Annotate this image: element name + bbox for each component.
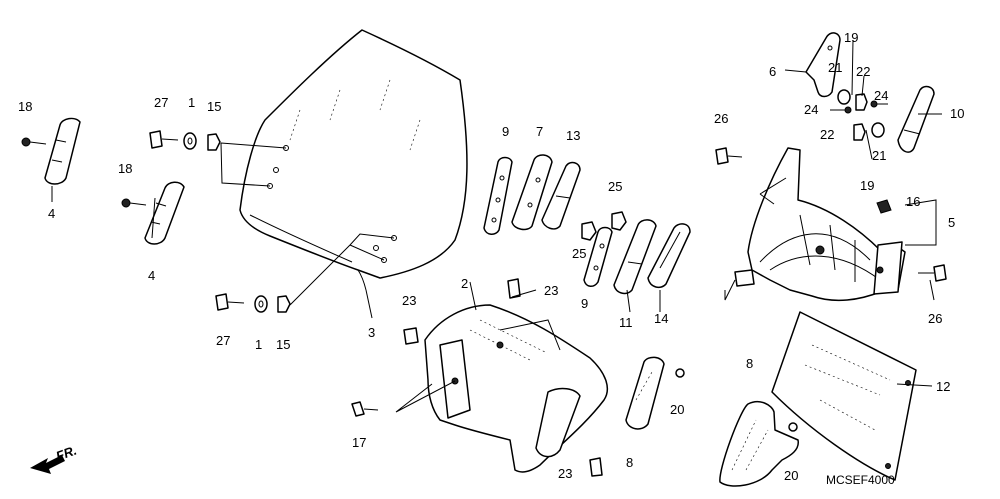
bracket-14 [647, 223, 691, 289]
callout-16: 16 [906, 194, 920, 209]
grommet-20-right [788, 422, 798, 432]
clip-23-c [589, 457, 603, 477]
callout-19: 19 [860, 178, 874, 193]
callout-15: 15 [207, 99, 221, 114]
callout-27: 27 [216, 333, 230, 348]
callout-23: 23 [558, 466, 572, 481]
callout-9: 9 [502, 124, 509, 139]
callout-21: 21 [872, 148, 886, 163]
grommet-16 [876, 199, 892, 214]
nut-15-upper [207, 133, 221, 151]
callout-11: 11 [619, 315, 633, 330]
clip-23-a [403, 327, 419, 345]
nut-25-upper [581, 221, 597, 241]
callout-8: 8 [626, 455, 633, 470]
windscreen [239, 29, 468, 291]
clip-23-b [507, 278, 521, 299]
lower-panel [771, 311, 917, 481]
nut-25-lower [611, 211, 627, 231]
callout-5: 5 [948, 215, 955, 230]
screw-18-upper [21, 137, 47, 147]
front-direction-arrow: FR. [30, 443, 79, 474]
bolt-27-lower [215, 293, 245, 311]
nut-15-lower [277, 295, 291, 313]
screw-18-lower [121, 198, 147, 208]
callout-10: 10 [950, 106, 964, 121]
callout-20: 20 [784, 468, 798, 483]
callout-27: 27 [154, 95, 168, 110]
callout-20: 20 [670, 402, 684, 417]
callout-22: 22 [856, 64, 870, 79]
callout-21: 21 [828, 60, 842, 75]
callout-4: 4 [48, 206, 55, 221]
callout-23: 23 [402, 293, 416, 308]
callout-17: 17 [352, 435, 366, 450]
callout-25: 25 [608, 179, 622, 194]
bracket-6 [805, 32, 841, 98]
grommet-20-center [675, 368, 685, 378]
plate-8-right [719, 400, 799, 487]
garnish-strip-upper [44, 117, 81, 185]
callout-numbers: 18 4 18 4 27 1 15 27 1 15 3 23 2 23 17 2… [18, 30, 964, 483]
callout-4: 4 [148, 268, 155, 283]
bolt-24-lower [830, 106, 852, 114]
bolt-26-upper [715, 147, 743, 165]
collar-21-upper [837, 89, 851, 105]
callout-12: 12 [936, 379, 950, 394]
callout-18: 18 [18, 99, 32, 114]
callout-7: 7 [536, 124, 543, 139]
stay-9-lower [583, 226, 613, 287]
bracket-7 [511, 154, 553, 231]
callout-8: 8 [746, 356, 753, 371]
stay-9-upper [483, 156, 513, 235]
bolt-27-upper [149, 130, 179, 149]
inner-cover [424, 304, 609, 473]
callout-2: 2 [461, 276, 468, 291]
washer-1-upper [183, 132, 197, 150]
washer-1-lower [254, 295, 268, 313]
callout-23: 23 [544, 283, 558, 298]
callout-1: 1 [255, 337, 262, 352]
callout-1: 1 [188, 95, 195, 110]
diagram-code: MCSEF4000 [826, 473, 895, 487]
bracket-10 [897, 85, 935, 153]
callout-18: 18 [118, 161, 132, 176]
callout-9: 9 [581, 296, 588, 311]
direction-label: FR. [54, 443, 79, 464]
callout-13: 13 [566, 128, 580, 143]
bolt-24-upper [870, 100, 888, 108]
callout-24: 24 [804, 102, 818, 117]
callout-3: 3 [368, 325, 375, 340]
callout-25: 25 [572, 246, 586, 261]
callout-19: 19 [844, 30, 858, 45]
nut-22-upper [855, 93, 868, 111]
bracket-11 [613, 219, 657, 295]
leader-lines [51, 39, 942, 413]
callout-26: 26 [714, 111, 728, 126]
plate-8-center [625, 356, 665, 430]
callout-22: 22 [820, 127, 834, 142]
callout-14: 14 [654, 311, 668, 326]
bolt-26-lower [918, 264, 947, 282]
garnish-strip-lower [144, 181, 185, 245]
callout-15: 15 [276, 337, 290, 352]
collar-21-lower [871, 122, 885, 138]
nut-22-lower [853, 123, 866, 141]
callout-24: 24 [874, 88, 888, 103]
callout-6: 6 [769, 64, 776, 79]
bracket-13 [541, 161, 581, 230]
screen-frame [734, 147, 906, 302]
callout-26: 26 [928, 311, 942, 326]
clip-17 [351, 401, 379, 417]
